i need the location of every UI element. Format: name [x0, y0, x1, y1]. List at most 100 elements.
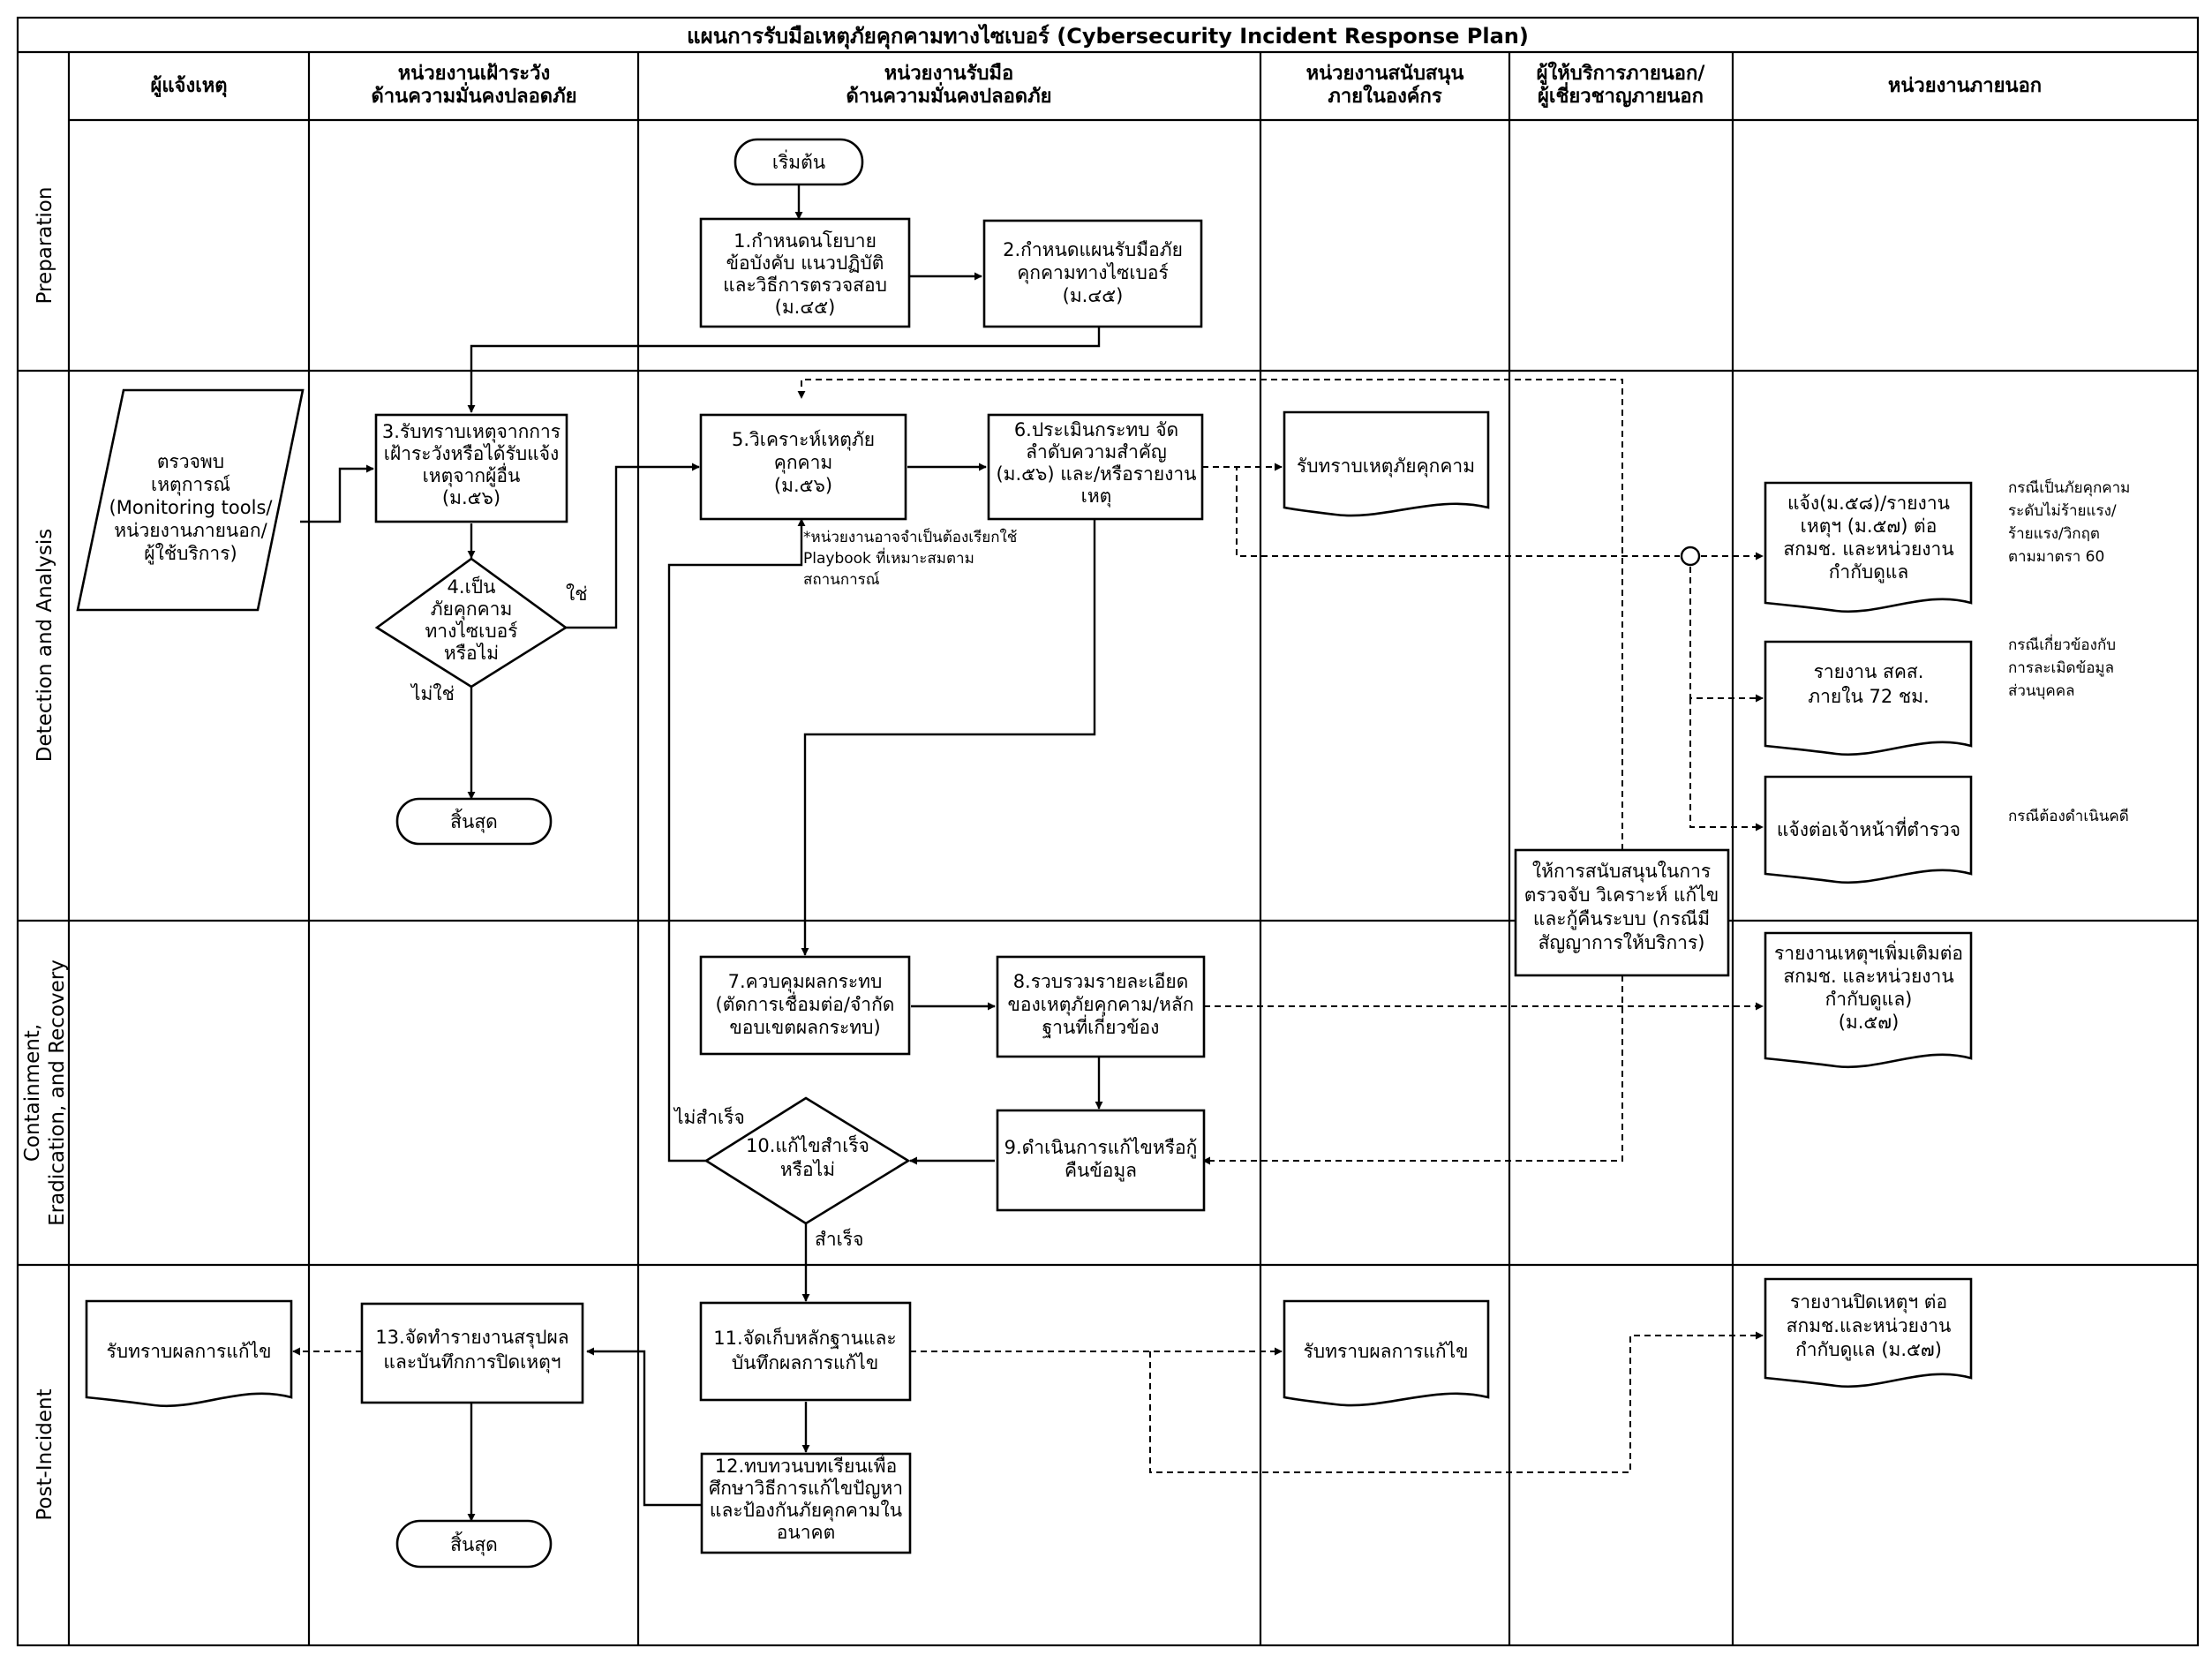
text-line: ส่วนบุคคล	[2008, 682, 2075, 700]
text-line: ภัยคุกคาม	[431, 598, 513, 621]
svg-text:รายงานเหตุฯเพิ่มเติมต่อสกมช. แ: รายงานเหตุฯเพิ่มเติมต่อสกมช. และหน่วยงาน…	[1774, 940, 1963, 1033]
text-line: เหตุจากผู้อื่น	[423, 463, 521, 487]
svg-text:รายงานปิดเหตุฯ ต่อสกมช.และหน่ว: รายงานปิดเหตุฯ ต่อสกมช.และหน่วยงานกำกับด…	[1787, 1291, 1952, 1361]
text-line: หน่วยงานสนับสนุน	[1306, 63, 1464, 86]
lane-header-external-provider: ผู้ให้บริการภายนอก/ผู้เชี่ยวชาญภายนอก	[1537, 61, 1706, 109]
diagram-title: แผนการรับมือเหตุภัยคุกคามทางไซเบอร์ (Cyb…	[687, 23, 1529, 50]
svg-text:สิ้นสุด: สิ้นสุด	[450, 1531, 498, 1556]
text-line: Playbook ที่เหมาะสมตาม	[803, 547, 974, 568]
text-line: ลำดับความสำคัญ	[1026, 441, 1167, 463]
junction-circle	[1680, 546, 1701, 567]
text-line: ผู้ให้บริการภายนอก/	[1537, 61, 1706, 86]
text-line: ฐานที่เกี่ยวข้อง	[1042, 1014, 1160, 1038]
text-line: เริ่มต้น	[772, 149, 825, 173]
svg-text:รายงาน สคส.ภายใน 72 ชม.: รายงาน สคส.ภายใน 72 ชม.	[1808, 661, 1929, 707]
svg-text:3.รับทราบเหตุจากการเฝ้าระวังหร: 3.รับทราบเหตุจากการเฝ้าระวังหรือได้รับแจ…	[382, 421, 561, 508]
text-line: ผู้แจ้งเหตุ	[150, 75, 227, 98]
text-line: ศึกษาวิธีการแก้ไขปัญหา	[709, 1478, 903, 1499]
text-line: ข้อบังคับ แนวปฏิบัติ	[726, 252, 884, 274]
phase-detection-analysis: Detection and Analysis	[34, 529, 56, 762]
text-line: รับทราบผลการแก้ไข	[107, 1341, 272, 1362]
text-line: (ม.๔๕)	[1063, 285, 1124, 306]
svg-text:แจ้งต่อเจ้าหน้าที่ตำรวจ: แจ้งต่อเจ้าหน้าที่ตำรวจ	[1777, 816, 1960, 840]
svg-text:กรณีเกี่ยวข้องกับการละเมิดข้อม: กรณีเกี่ยวข้องกับการละเมิดข้อมูลส่วนบุคค…	[2008, 634, 2116, 700]
node-step-8-collect-evidence: 8.รวบรวมรายละเอียดของเหตุภัยคุกคาม/หลักฐ…	[996, 955, 1206, 1058]
doc-additional-report: รายงานเหตุฯเพิ่มเติมต่อสกมช. และหน่วยงาน…	[1764, 931, 1973, 1069]
note-pdpa-case: กรณีเกี่ยวข้องกับการละเมิดข้อมูลส่วนบุคค…	[2008, 634, 2116, 700]
text-line: (ม.๔๕)	[775, 297, 836, 318]
label-no: ไม่ใช่	[410, 683, 455, 704]
text-line: ของเหตุภัยคุกคาม/หลัก	[1008, 994, 1194, 1016]
text-line: หน่วยงานภายนอก/	[114, 520, 267, 541]
svg-text:12.ทบทวนบทเรียนเพื่อศึกษาวิธีก: 12.ทบทวนบทเรียนเพื่อศึกษาวิธีการแก้ไขปัญ…	[709, 1453, 903, 1543]
lane-header-notifier: ผู้แจ้งเหตุ	[150, 75, 227, 98]
svg-text:9.ดำเนินการแก้ไขหรือกู้คืนข้อม: 9.ดำเนินการแก้ไขหรือกู้คืนข้อมูล	[1004, 1137, 1198, 1182]
text-line: รับทราบเหตุภัยคุกคาม	[1297, 455, 1475, 478]
text-line: หน่วยงานรับมือ	[884, 63, 1013, 85]
svg-text:5.วิเคราะห์เหตุภัยคุกคาม(ม.๕๖): 5.วิเคราะห์เหตุภัยคุกคาม(ม.๕๖)	[732, 429, 875, 496]
text-line: 6.ประเมินกระทบ จัด	[1014, 419, 1178, 440]
text-line: รายงานปิดเหตุฯ ต่อ	[1790, 1291, 1947, 1313]
text-line: กรณีต้องดำเนินคดี	[2008, 808, 2129, 825]
svg-text:กรณีเป็นภัยคุกคามระดับไม่ร้ายแ: กรณีเป็นภัยคุกคามระดับไม่ร้ายแรง/ร้ายแรง…	[2008, 478, 2130, 566]
connectors	[292, 184, 1764, 1522]
node-step-5-analyze: 5.วิเคราะห์เหตุภัยคุกคาม(ม.๕๖)	[699, 413, 907, 521]
text-line: แจ้ง(ม.๕๘)/รายงาน	[1787, 493, 1950, 514]
node-step-3-receive-report: 3.รับทราบเหตุจากการเฝ้าระวังหรือได้รับแจ…	[374, 413, 568, 523]
svg-text:แจ้ง(ม.๕๘)/รายงานเหตุฯ (ม.๕๗): แจ้ง(ม.๕๘)/รายงานเหตุฯ (ม.๕๗) ต่อสกมช. แ…	[1783, 493, 1953, 583]
text-line: 13.จัดทำรายงานสรุปผล	[375, 1327, 568, 1349]
text-line: ตามมาตรา 60	[2008, 548, 2104, 566]
text-line: 3.รับทราบเหตุจากการ	[382, 421, 561, 443]
svg-text:รับทราบผลการแก้ไข: รับทราบผลการแก้ไข	[107, 1341, 272, 1362]
text-line: คืนข้อมูล	[1065, 1160, 1137, 1182]
svg-text:8.รวบรวมรายละเอียดของเหตุภัยคุ: 8.รวบรวมรายละเอียดของเหตุภัยคุกคาม/หลักฐ…	[1008, 971, 1194, 1038]
svg-text:*หน่วยงานอาจจำเป็นต้องเรียกใช้: *หน่วยงานอาจจำเป็นต้องเรียกใช้Playbook ท…	[803, 527, 1017, 589]
text-line: (Monitoring tools/	[109, 497, 274, 518]
node-end-1: สิ้นสุด	[395, 797, 553, 846]
text-line: และวิธีการตรวจสอบ	[723, 275, 887, 296]
text-line: (ม.๕๖)	[774, 475, 832, 496]
text-line: Containment,	[21, 1024, 44, 1162]
decision-step-4-is-threat: 4.เป็นภัยคุกคามทางไซเบอร์หรือไม่	[374, 557, 568, 689]
node-start: เริ่มต้น	[734, 138, 864, 186]
node-step-12-lessons-learned: 12.ทบทวนบทเรียนเพื่อศึกษาวิธีการแก้ไขปัญ…	[700, 1452, 912, 1554]
label-yes: ใช่	[566, 583, 588, 605]
lane-header-monitoring: หน่วยงานเฝ้าระวังด้านความมั่นคงปลอดภัย	[372, 63, 577, 108]
text-line: 11.จัดเก็บหลักฐานและ	[713, 1326, 896, 1349]
text-line: สกมช.และหน่วยงาน	[1787, 1315, 1952, 1336]
node-step-9-recover: 9.ดำเนินการแก้ไขหรือกู้คืนข้อมูล	[996, 1109, 1206, 1212]
label-success: สำเร็จ	[815, 1227, 863, 1250]
text-line: เหตุฯ (ม.๕๗) ต่อ	[1801, 515, 1937, 538]
text-line: สิ้นสุด	[450, 1531, 498, 1556]
swimlane-grid	[16, 16, 2200, 1647]
text-line: ผู้เชี่ยวชาญภายนอก	[1538, 81, 1704, 109]
text-line: บันทึกผลการแก้ไข	[732, 1352, 878, 1373]
text-line: Preparation	[34, 187, 56, 305]
text-line: และกู้คืนระบบ (กรณีมี	[1533, 908, 1710, 930]
text-line: ภายในองค์กร	[1328, 84, 1442, 108]
text-line: 10.แก้ไขสำเร็จ	[746, 1133, 869, 1156]
text-line: และบันทึกการปิดเหตุฯ	[383, 1351, 561, 1373]
svg-text:รับทราบเหตุภัยคุกคาม: รับทราบเหตุภัยคุกคาม	[1297, 455, 1475, 478]
doc-closure-report: รายงานปิดเหตุฯ ต่อสกมช.และหน่วยงานกำกับด…	[1764, 1277, 1973, 1388]
node-step-11-store-evidence: 11.จัดเก็บหลักฐานและบันทึกผลการแก้ไข	[699, 1301, 912, 1402]
phase-containment: Containment,Eradication, and Recovery	[21, 959, 69, 1226]
text-line: เหตุการณ์	[151, 474, 230, 496]
text-line: สถานการณ์	[803, 571, 880, 589]
lane-header-internal-support: หน่วยงานสนับสนุนภายในองค์กร	[1306, 63, 1464, 108]
svg-text:ตรวจพบเหตุการณ์(Monitoring too: ตรวจพบเหตุการณ์(Monitoring tools/หน่วยงา…	[109, 451, 274, 565]
text-line: Post-Incident	[34, 1388, 56, 1520]
svg-text:ให้การสนับสนุนในการตรวจจับ วิเ: ให้การสนับสนุนในการตรวจจับ วิเคราะห์ แก้…	[1524, 861, 1719, 953]
text-line: กำกับดูแล (ม.๕๗)	[1795, 1339, 1942, 1361]
text-line: สัญญาการให้บริการ)	[1539, 932, 1705, 953]
lane-header-response: หน่วยงานรับมือด้านความมั่นคงปลอดภัย	[846, 63, 1052, 108]
node-end-2: สิ้นสุด	[395, 1519, 553, 1569]
text-line: ร้ายแรง/วิกฤต	[2008, 525, 2100, 543]
text-line: กรณีเกี่ยวข้องกับ	[2008, 634, 2116, 654]
doc-report-pdpc-72h: รายงาน สคส.ภายใน 72 ชม.	[1764, 640, 1973, 756]
note-playbook: *หน่วยงานอาจจำเป็นต้องเรียกใช้Playbook ท…	[803, 527, 1017, 589]
text-line: รายงานเหตุฯเพิ่มเติมต่อ	[1774, 940, 1963, 965]
text-line: 8.รวบรวมรายละเอียด	[1013, 971, 1189, 992]
svg-text:2.กำหนดแผนรับมือภัยคุกคามทางไซ: 2.กำหนดแผนรับมือภัยคุกคามทางไซเบอร์(ม.๔๕…	[1003, 239, 1183, 306]
